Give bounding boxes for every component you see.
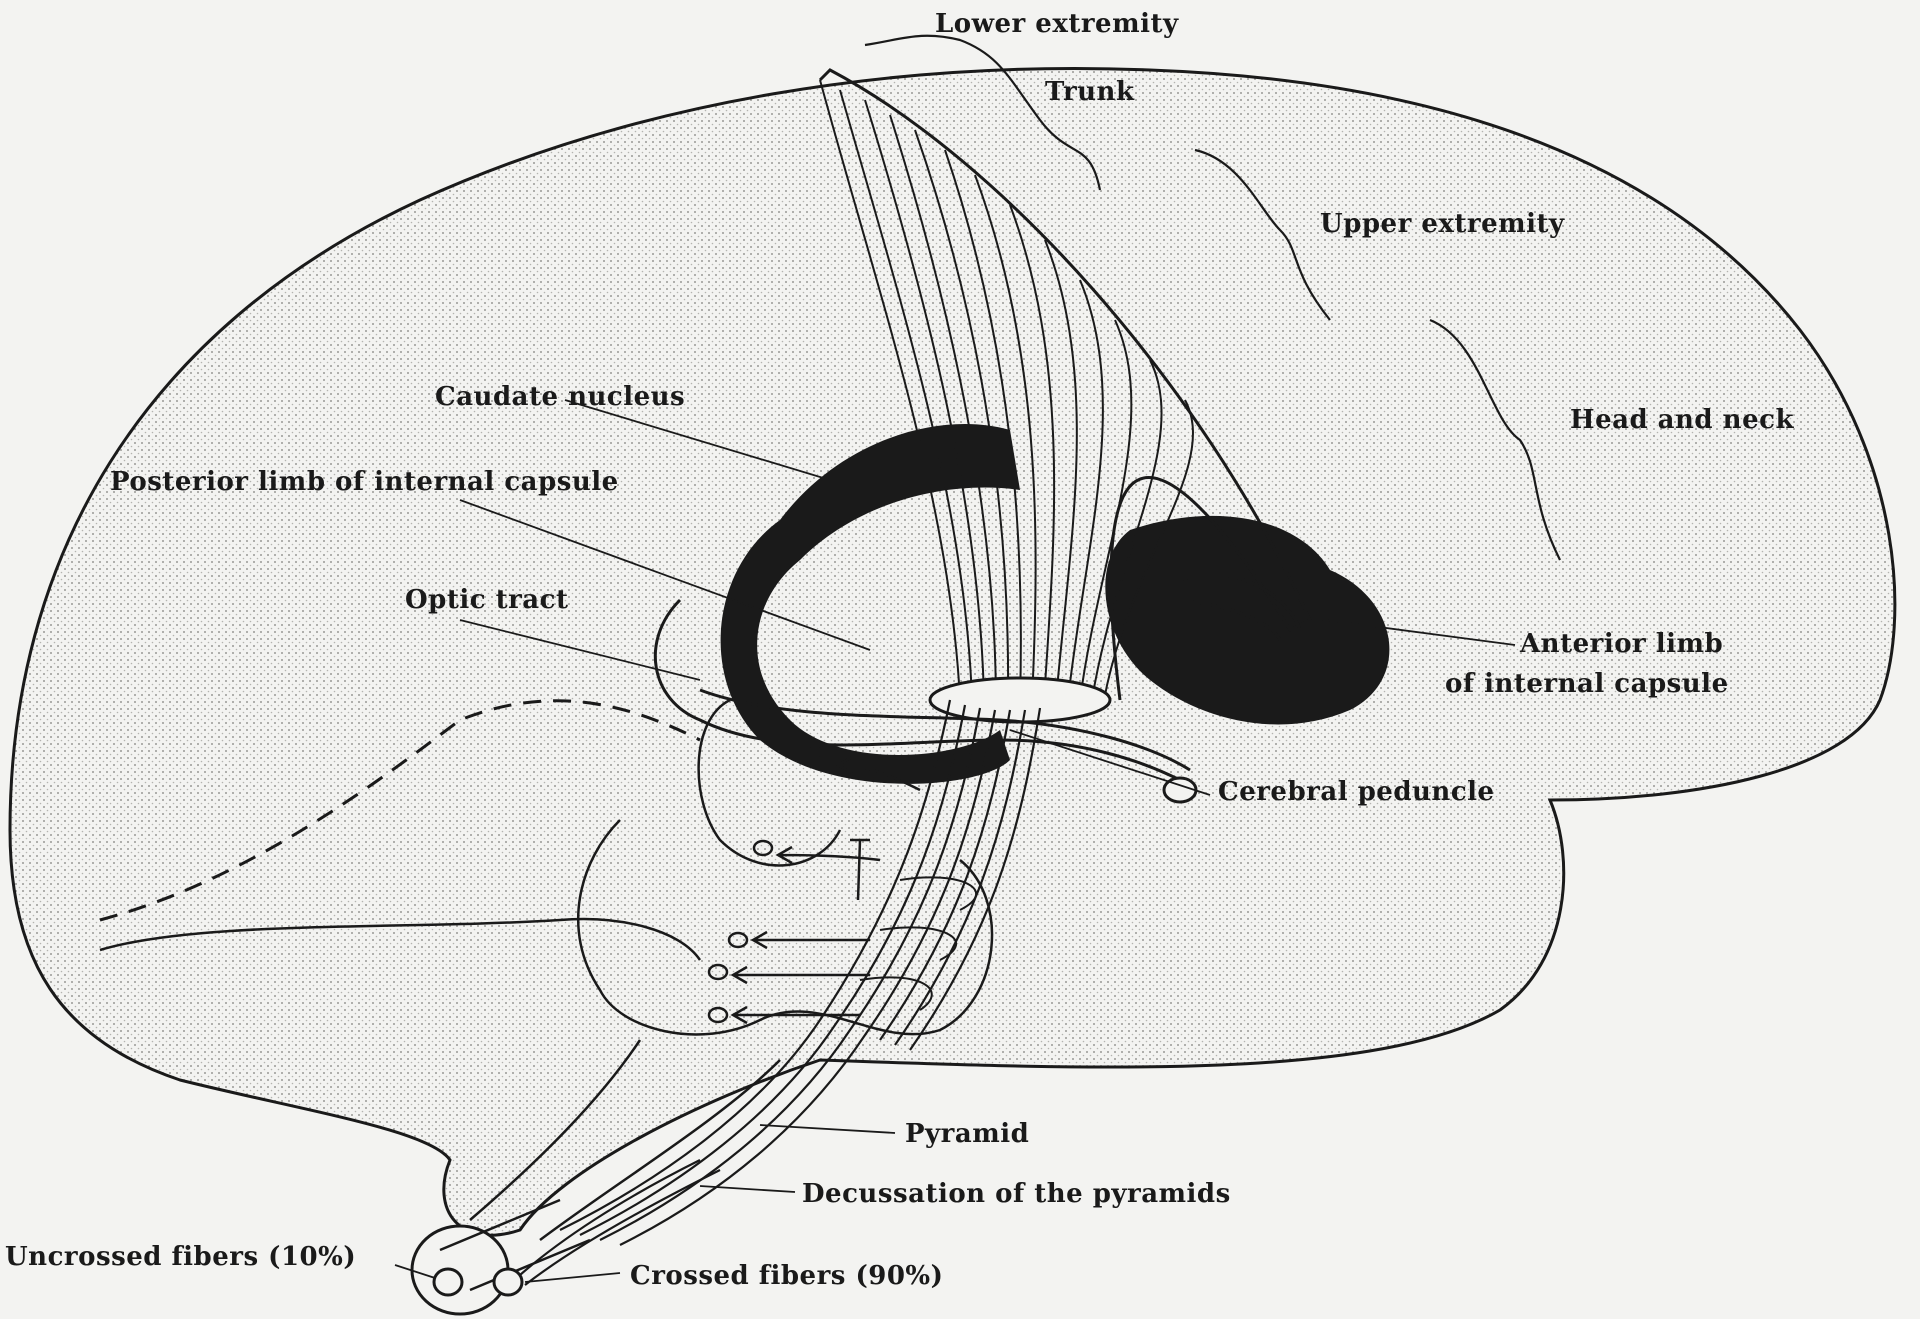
label-anterior-limb-line1: Anterior limb bbox=[1519, 629, 1723, 659]
label-trunk: Trunk bbox=[1045, 77, 1135, 107]
label-optic-tract: Optic tract bbox=[405, 585, 569, 615]
label-upper-extremity: Upper extremity bbox=[1320, 209, 1565, 239]
label-uncrossed-fibers: Uncrossed fibers (10%) bbox=[5, 1242, 356, 1272]
label-decussation: Decussation of the pyramids bbox=[802, 1179, 1231, 1209]
label-crossed-fibers: Crossed fibers (90%) bbox=[630, 1261, 943, 1291]
label-lower-extremity: Lower extremity bbox=[935, 9, 1179, 39]
label-pyramid: Pyramid bbox=[905, 1119, 1029, 1149]
uncrossed-fiber-bundle-end bbox=[434, 1269, 462, 1295]
crossed-fiber-bundle-end bbox=[494, 1269, 522, 1295]
internal-capsule-ring bbox=[930, 678, 1110, 722]
label-anterior-limb-line2: of internal capsule bbox=[1445, 669, 1729, 699]
label-posterior-limb: Posterior limb of internal capsule bbox=[110, 467, 619, 497]
label-cerebral-peduncle: Cerebral peduncle bbox=[1218, 777, 1495, 807]
label-head-and-neck: Head and neck bbox=[1570, 405, 1794, 435]
label-caudate-nucleus: Caudate nucleus bbox=[435, 382, 685, 412]
